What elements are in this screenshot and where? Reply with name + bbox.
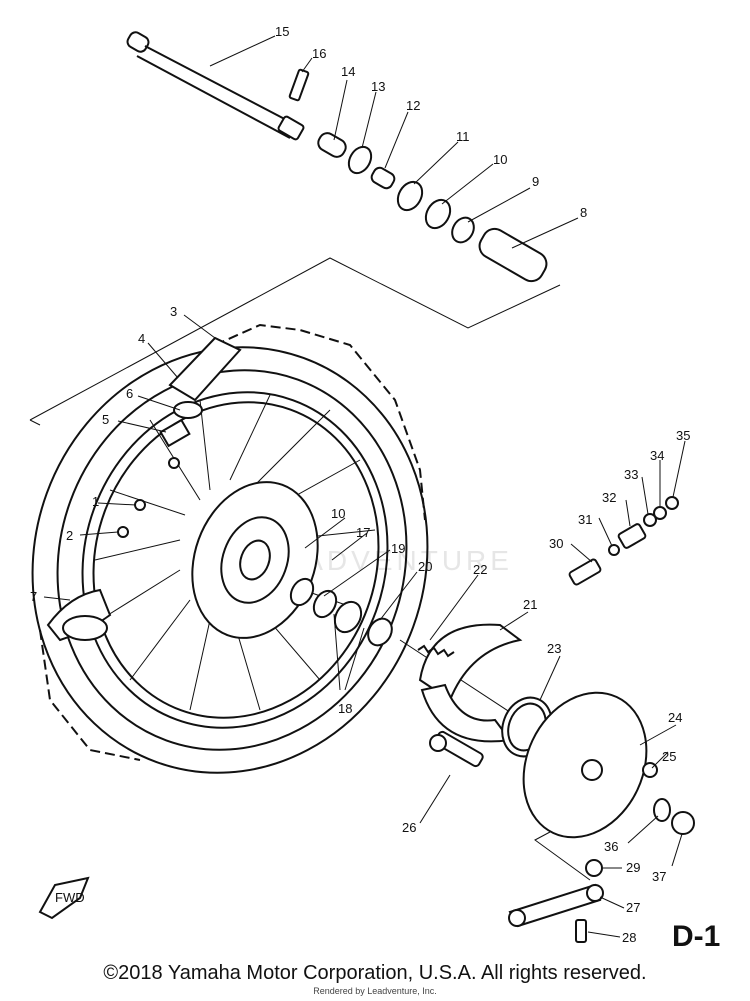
part-label-28: 28 — [622, 930, 636, 945]
part-label-32: 32 — [602, 490, 616, 505]
part-label-29: 29 — [626, 860, 640, 875]
part-label-36: 36 — [604, 839, 618, 854]
part-label-34: 34 — [650, 448, 664, 463]
lever-bolt-part — [575, 919, 587, 943]
part-label-10a: 10 — [493, 152, 507, 167]
part-label-21: 21 — [523, 597, 537, 612]
part-label-19: 19 — [391, 541, 405, 556]
tube-valve-part — [46, 588, 112, 642]
part-label-10b: 10 — [331, 506, 345, 521]
fwd-arrow-icon: FWD — [38, 876, 90, 920]
fwd-label: FWD — [55, 890, 85, 905]
part-label-35: 35 — [676, 428, 690, 443]
part-label-12: 12 — [406, 98, 420, 113]
part-label-16: 16 — [312, 46, 326, 61]
part-label-1: 1 — [92, 494, 99, 509]
part-label-30: 30 — [549, 536, 563, 551]
part-label-25: 25 — [662, 749, 676, 764]
part-label-20: 20 — [418, 559, 432, 574]
speedo-gear-parts — [568, 496, 679, 586]
part-label-14: 14 — [341, 64, 355, 79]
part-label-31: 31 — [578, 512, 592, 527]
washer-nut-parts — [585, 798, 695, 877]
spoke-nipples — [117, 457, 180, 538]
part-label-23: 23 — [547, 641, 561, 656]
part-label-27: 27 — [626, 900, 640, 915]
part-label-7: 7 — [30, 589, 37, 604]
part-label-13: 13 — [371, 79, 385, 94]
hub-bearings-seals — [289, 577, 393, 647]
part-label-33: 33 — [624, 467, 638, 482]
page-code: D-1 — [672, 920, 720, 953]
wheel-hub — [191, 481, 319, 639]
part-label-22: 22 — [473, 562, 487, 577]
part-label-15: 15 — [275, 24, 289, 39]
part-label-3: 3 — [170, 304, 177, 319]
part-number-labels: 15 16 14 13 12 11 10 9 8 3 4 6 5 1 2 7 1… — [30, 24, 690, 945]
part-label-11: 11 — [456, 129, 470, 144]
part-label-26: 26 — [402, 820, 416, 835]
part-label-9: 9 — [532, 174, 539, 189]
tire-tread — [39, 323, 426, 761]
rendered-by-notice: Rendered by Leadventure, Inc. — [313, 986, 437, 996]
leader-lines — [43, 35, 686, 938]
part-label-18: 18 — [338, 701, 352, 716]
part-label-2: 2 — [66, 528, 73, 543]
part-label-4: 4 — [138, 331, 145, 346]
wheel-tire — [31, 346, 429, 774]
part-label-6: 6 — [126, 386, 133, 401]
part-label-8: 8 — [580, 205, 587, 220]
part-label-5: 5 — [102, 412, 109, 427]
brake-plate-part — [522, 691, 658, 839]
cam-lever-part — [508, 883, 604, 928]
axle-part — [126, 31, 305, 141]
part-label-37: 37 — [652, 869, 666, 884]
rim-band-part — [159, 336, 242, 448]
axle-spacers-bearings — [317, 132, 548, 283]
copyright-notice: ©2018 Yamaha Motor Corporation, U.S.A. A… — [103, 962, 647, 984]
bolt-part — [288, 68, 310, 102]
brake-cam-part — [429, 730, 484, 768]
part-label-24: 24 — [668, 710, 682, 725]
brake-spring-part — [417, 644, 455, 658]
part-label-17: 17 — [356, 525, 370, 540]
